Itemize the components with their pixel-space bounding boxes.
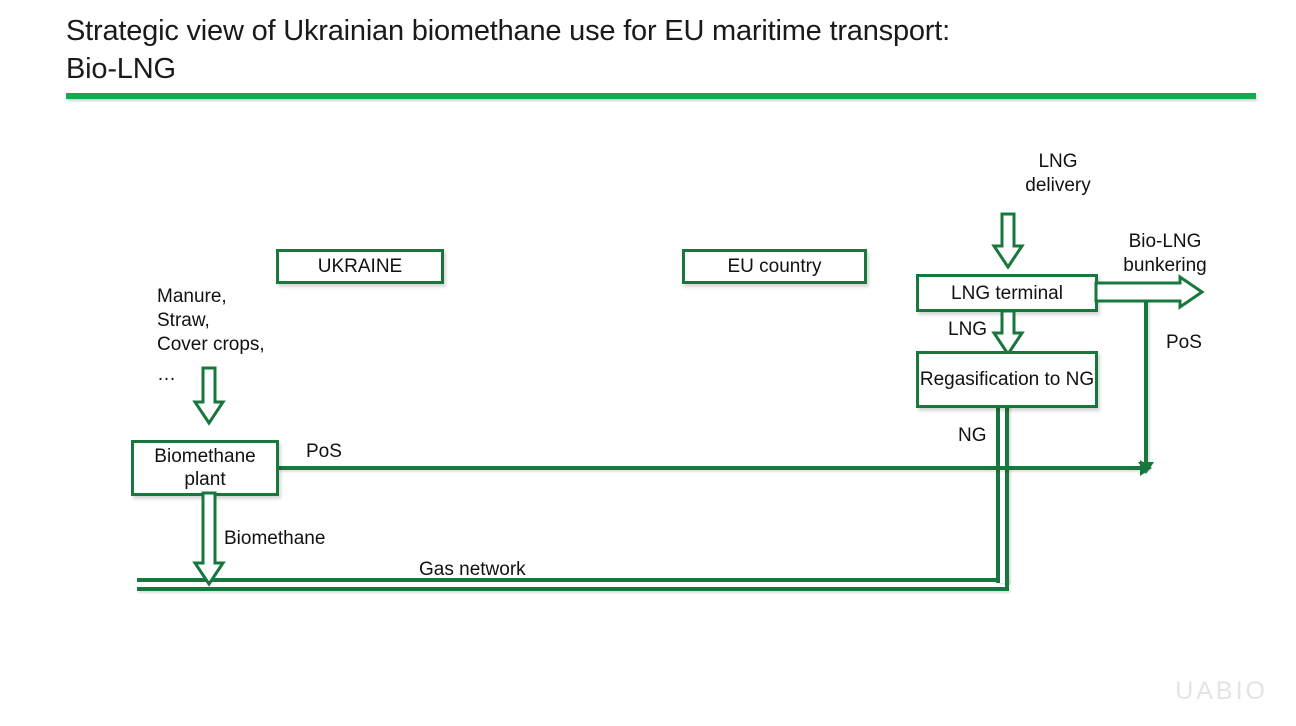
pos-left-label: PoS [306,441,342,462]
pos-right-label: PoS [1166,332,1202,353]
bio-lng-bunkering-label: Bio-LNG bunkering [1123,231,1207,276]
uabio-logo: UABIO [1175,677,1268,705]
node-lng-terminal: LNG terminal [916,274,1098,312]
page-title: Strategic view of Ukrainian biomethane u… [66,15,950,85]
feedstock-label: Manure, Straw, Cover crops, [157,286,265,355]
lng-terminal-to-regas-arrow-icon [991,309,1025,357]
ng-label: NG [958,425,987,446]
lng-delivery-label: LNG delivery [1025,151,1091,196]
biomethane-label: Biomethane [224,528,326,549]
ng-pipe-vertical [996,405,1009,583]
lng-delivery-arrow-icon [991,212,1025,270]
gas-network-label: Gas network [419,559,526,580]
node-biomethane-plant: Biomethane plant [131,440,279,496]
feedstock-to-plant-arrow-icon [192,366,226,426]
ng-pipe-elbow [996,566,1009,591]
region-box-eu-country: EU country [682,249,867,284]
feedstock-ellipsis-label: … [157,364,176,385]
pos-vertical-bottom-arrowhead-icon [1138,462,1154,474]
pos-horizontal-line [279,466,1148,470]
gas-network-pipe [137,578,1009,591]
node-regasification: Regasification to NG [916,351,1098,408]
title-divider [66,93,1256,99]
pos-vertical-line [1144,292,1148,470]
bio-lng-bunkering-arrow-icon [1094,274,1205,310]
plant-to-gas-network-arrow-icon [192,491,226,587]
lng-label: LNG [948,319,988,340]
region-box-ukraine: UKRAINE [276,249,444,284]
